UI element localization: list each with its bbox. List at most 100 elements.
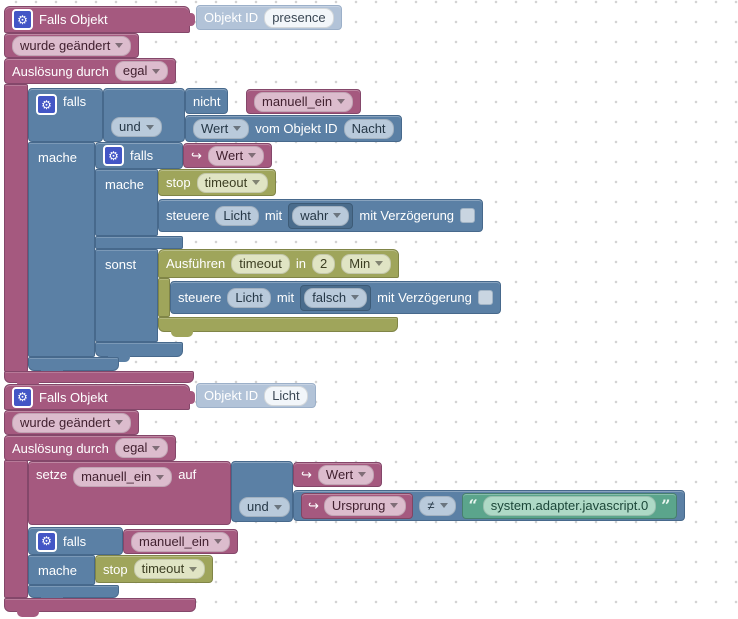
if3-mache-spine[interactable]: mache — [28, 555, 95, 585]
variable-block-manuell-ein[interactable]: manuell_ein — [123, 529, 239, 554]
timeout-name-dropdown[interactable]: timeout — [133, 559, 206, 579]
trigger2-triggerby-row[interactable]: Auslösung durch egal — [4, 435, 177, 461]
from-object-id-field[interactable]: Nacht — [343, 118, 394, 139]
mutator-gear-icon[interactable]: ⚙ — [12, 386, 33, 408]
exec-block-bottom[interactable] — [158, 317, 398, 337]
exec-unit-dropdown[interactable]: Min — [341, 253, 392, 274]
exec-statement-spine[interactable] — [158, 278, 170, 317]
delay-checkbox[interactable] — [460, 208, 476, 223]
dropdown-caret-icon — [233, 126, 242, 131]
variable-value: manuell_ein — [139, 533, 210, 549]
object-id-field[interactable]: Licht — [264, 385, 308, 406]
trigger-value-attr: Wert — [325, 466, 354, 482]
not-block[interactable]: nicht — [185, 88, 229, 114]
comparison-block[interactable]: ↪ Ursprung ≠ “ system.adapter.javascript… — [293, 490, 686, 521]
if1-falls-label: falls — [63, 94, 87, 109]
source-dropdown[interactable]: Ursprung — [323, 495, 407, 516]
trigger2-block-bottom[interactable] — [4, 598, 196, 617]
trigger-source-block[interactable]: ↪ Ursprung — [301, 492, 414, 519]
stop-timeout-block-2[interactable]: stop timeout — [95, 555, 214, 583]
and2-block[interactable]: und — [231, 461, 293, 522]
variable-dropdown[interactable]: manuell_ein — [254, 91, 354, 112]
mutator-gear-icon[interactable]: ⚙ — [12, 9, 33, 30]
trigger-value-dropdown[interactable]: Wert — [317, 464, 375, 485]
if3-falls-label: falls — [63, 533, 87, 549]
control-block-true[interactable]: steuere Licht mit wahr mit Verzögerung — [158, 199, 484, 232]
set-variable-block[interactable]: setze manuell_ein auf — [28, 461, 231, 525]
dropdown-caret-icon — [156, 474, 165, 480]
if1-mache-spine[interactable]: mache — [28, 142, 95, 357]
trigger1-statement-spine[interactable] — [4, 84, 28, 372]
trigger2-block-header[interactable]: ⚙ Falls Objekt — [4, 384, 195, 410]
stop-label: stop — [166, 175, 191, 190]
bool-dropdown[interactable]: falsch — [304, 287, 368, 308]
set-variable-dropdown[interactable]: manuell_ein — [73, 467, 173, 487]
if2-block-header[interactable]: ⚙ falls — [95, 142, 183, 169]
string-value-field[interactable]: system.adapter.javascript.0 — [482, 495, 657, 516]
dropdown-caret-icon — [351, 295, 360, 300]
comparison-operator-value: ≠ — [427, 497, 435, 513]
if2-mache-spine[interactable]: mache — [95, 169, 158, 236]
dropdown-caret-icon — [375, 261, 384, 266]
exec-number-field[interactable]: 2 — [312, 253, 336, 274]
variable-dropdown[interactable]: manuell_ein — [131, 531, 231, 552]
if2-sonst-spine[interactable]: sonst — [95, 249, 158, 342]
bool-dropdown[interactable]: wahr — [292, 205, 350, 226]
trigger-value-block[interactable]: ↪ Wert — [293, 462, 383, 487]
variable-block-manuell-ein[interactable]: manuell_ein — [246, 89, 362, 114]
change-mode-dropdown[interactable]: wurde geändert — [12, 412, 132, 433]
value-from-object-block[interactable]: Wert vom Objekt ID Nacht — [185, 115, 402, 142]
stop-timeout-block-1[interactable]: stop timeout — [158, 169, 277, 196]
if1-block-header[interactable]: ⚙ falls — [28, 88, 103, 142]
if3-block-bottom[interactable] — [28, 585, 119, 603]
delay-checkbox[interactable] — [477, 290, 493, 305]
trigger1-block-header[interactable]: ⚙ Falls Objekt — [4, 6, 195, 33]
trigger1-block-bottom[interactable] — [4, 371, 194, 388]
comparison-operator-dropdown[interactable]: ≠ — [419, 495, 456, 516]
and2-operator-value: und — [247, 499, 269, 514]
setze-label: setze — [36, 467, 68, 482]
control-oid-field[interactable]: Licht — [215, 205, 259, 226]
trigger1-triggerby-row[interactable]: Auslösung durch egal — [4, 58, 177, 84]
object-id-field[interactable]: presence — [264, 7, 334, 28]
mit-label: mit — [264, 208, 283, 223]
dropdown-caret-icon — [115, 420, 124, 425]
exec-timeout-block-header[interactable]: Ausführen timeout in 2 Min — [158, 249, 400, 278]
change-mode-value: wurde geändert — [20, 37, 111, 53]
attribute-dropdown[interactable]: Wert — [193, 118, 250, 139]
mutator-gear-icon[interactable]: ⚙ — [36, 530, 57, 552]
and2-operator-dropdown[interactable]: und — [239, 497, 290, 517]
control-value-socket: falsch — [300, 284, 372, 311]
control-value-socket: wahr — [288, 202, 354, 229]
object-id-block[interactable]: Objekt ID Licht — [196, 383, 316, 408]
and1-block[interactable]: und — [103, 88, 185, 142]
object-id-block[interactable]: Objekt ID presence — [196, 5, 342, 30]
control-block-false[interactable]: steuere Licht mit falsch mit Verzögerung — [170, 281, 501, 314]
dropdown-caret-icon — [337, 99, 346, 104]
stop-label: stop — [103, 561, 128, 577]
mutator-gear-icon[interactable]: ⚙ — [36, 94, 57, 115]
mutator-gear-icon[interactable]: ⚙ — [103, 145, 124, 166]
and1-operator-dropdown[interactable]: und — [111, 117, 162, 137]
trigger-by-dropdown[interactable]: egal — [114, 61, 169, 81]
trigger-by-label: Auslösung durch — [12, 440, 109, 456]
trigger-value-dropdown[interactable]: Wert — [207, 145, 265, 166]
trigger-by-dropdown[interactable]: egal — [114, 438, 169, 458]
trigger-value-block[interactable]: ↪ Wert — [183, 143, 273, 168]
string-block[interactable]: “ system.adapter.javascript.0 ” — [461, 492, 678, 519]
trigger2-statement-spine[interactable] — [4, 460, 28, 598]
value-arrow-icon: ↪ — [191, 147, 202, 163]
mit-label: mit — [276, 290, 295, 305]
if1-block-bottom[interactable] — [28, 357, 119, 376]
if2-block-bottom[interactable] — [95, 342, 183, 362]
exec-name-field[interactable]: timeout — [231, 253, 290, 274]
change-mode-dropdown[interactable]: wurde geändert — [12, 35, 132, 56]
if2-sonst-separator[interactable] — [95, 236, 183, 249]
if3-block-header[interactable]: ⚙ falls — [28, 527, 123, 555]
trigger1-change-row[interactable]: wurde geändert — [4, 33, 140, 58]
timeout-name-dropdown[interactable]: timeout — [196, 172, 269, 193]
trigger2-change-row[interactable]: wurde geändert — [4, 410, 140, 435]
trigger-by-label: Auslösung durch — [12, 63, 109, 79]
control-oid-field[interactable]: Licht — [227, 287, 271, 308]
